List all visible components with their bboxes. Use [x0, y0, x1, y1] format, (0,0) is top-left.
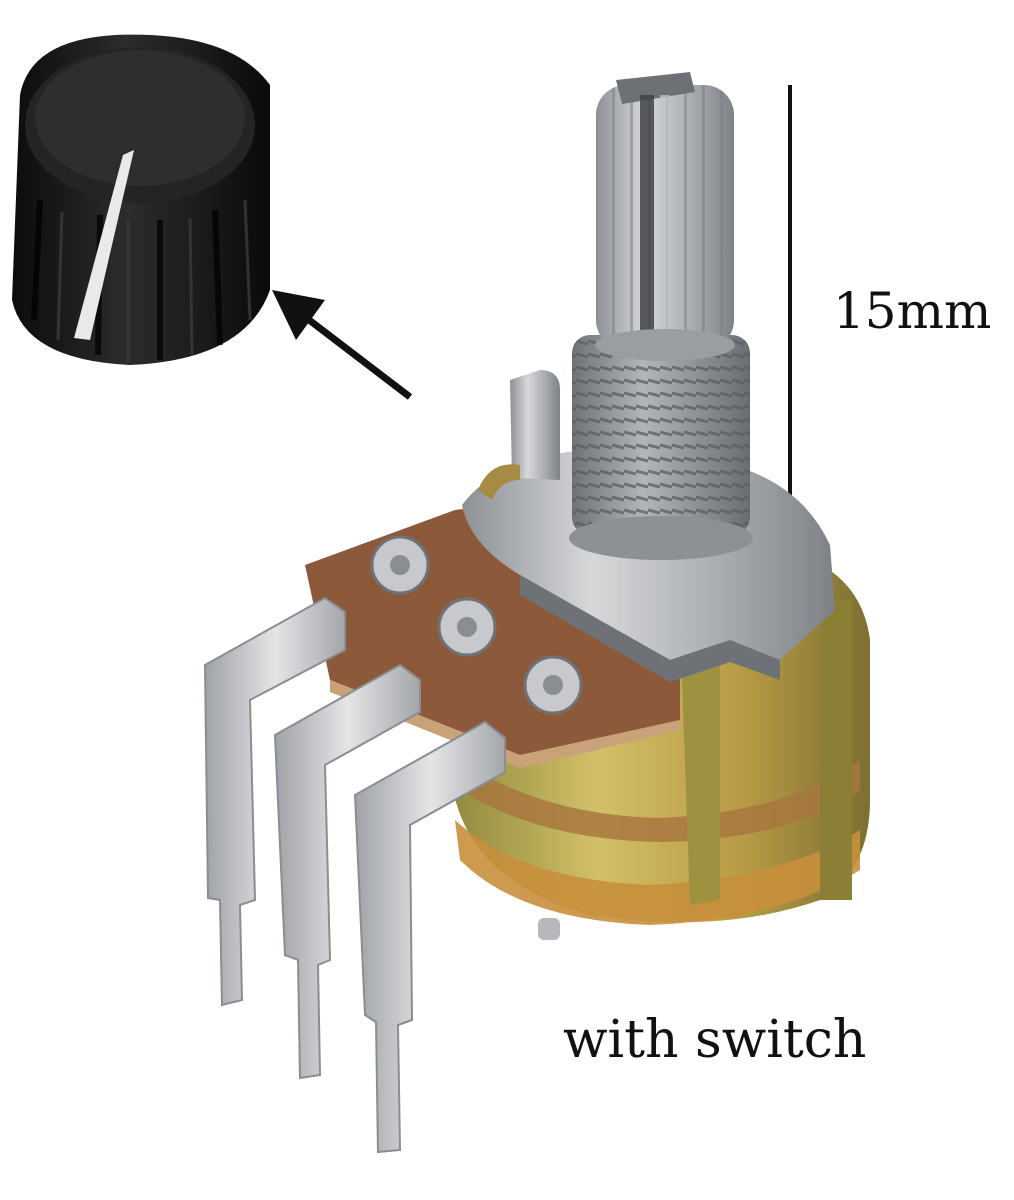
potentiometer-image	[203, 72, 870, 1154]
arrow-icon	[272, 290, 413, 400]
pins	[203, 596, 506, 1154]
caption-with-switch: with switch	[563, 1010, 867, 1070]
knob-image	[12, 34, 270, 365]
knob-indicator	[74, 150, 134, 340]
dimension-label: 15mm	[833, 282, 992, 340]
